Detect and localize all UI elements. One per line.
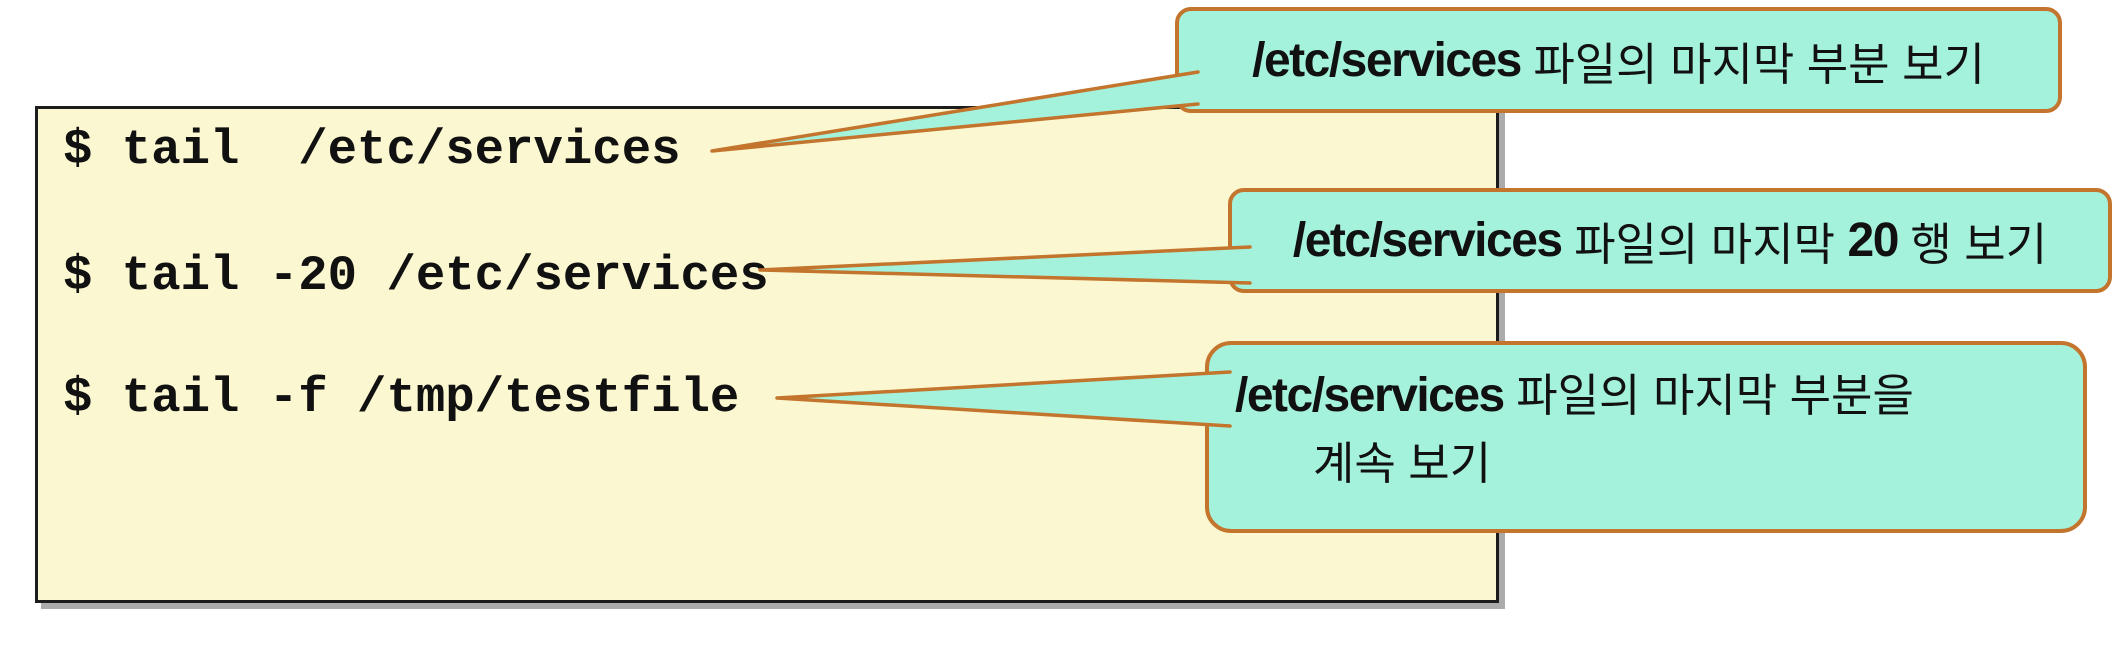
callout-description: 파일의 마지막 부분 보기 <box>1520 38 1985 90</box>
command-tail-default: $ tail /etc/services <box>63 122 681 178</box>
callout-description: 파일의 마지막 부분을 <box>1503 370 1914 421</box>
callout-description-line1: /etc/services 파일의 마지막 부분을 <box>1235 367 2083 425</box>
callout-tail-follow: /etc/services 파일의 마지막 부분을 계속 보기 <box>1205 341 2087 533</box>
command-tail-follow: $ tail -f /tmp/testfile <box>63 370 740 426</box>
callout-description-line2: 계속 보기 <box>1235 435 2083 493</box>
callout-description: 행 보기 <box>1897 219 2048 270</box>
callout-description: 계속 보기 <box>1313 438 1492 489</box>
line-count-label: 20 <box>1847 214 1900 267</box>
callout-tail-20-lines: /etc/services 파일의 마지막 20 행 보기 <box>1228 188 2112 293</box>
file-path-label: /etc/services <box>1292 214 1563 267</box>
command-tail-20-lines: $ tail -20 /etc/services <box>63 248 769 304</box>
callout-tail-default: /etc/services 파일의 마지막 부분 보기 <box>1175 7 2062 113</box>
callout-description: 파일의 마지막 <box>1561 219 1848 270</box>
file-path-label: /etc/services <box>1252 33 1522 87</box>
file-path-label: /etc/services <box>1235 369 1505 422</box>
